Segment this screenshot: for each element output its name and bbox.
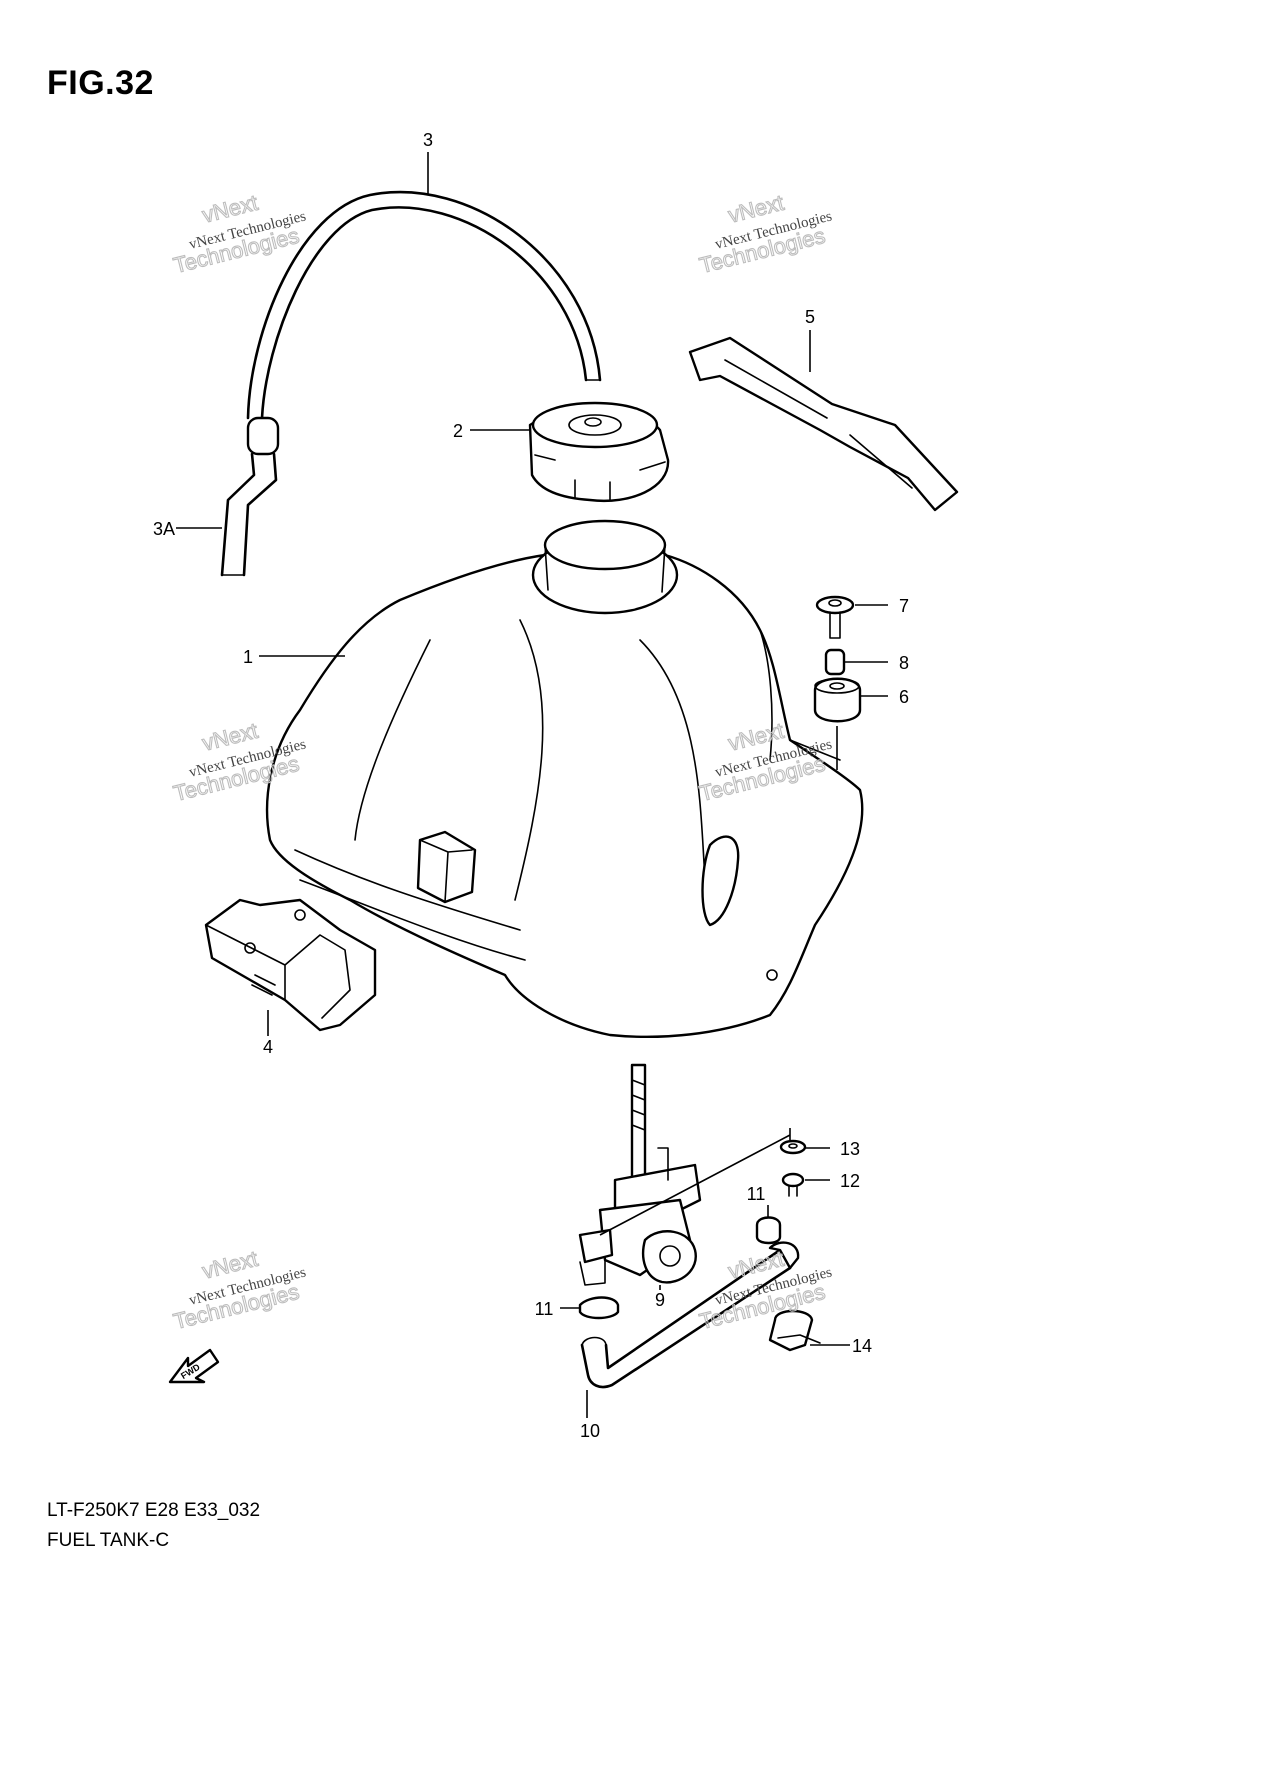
- callout-2: 2: [453, 421, 463, 441]
- callout-11-upper: 11: [747, 1184, 766, 1204]
- model-code: LT-F250K7 E28 E33_032: [47, 1500, 261, 1521]
- watermark-top-left: vNext vNext Technologies Technologies: [170, 189, 307, 278]
- breather-hose-part-3: [246, 190, 602, 420]
- callout-4: 4: [263, 1037, 273, 1057]
- callout-10: 10: [580, 1421, 600, 1441]
- collar-part-8: [824, 648, 846, 676]
- fwd-arrow-icon: FWD: [168, 1348, 220, 1384]
- bracket-part-4: [204, 898, 377, 1032]
- callout-3: 3: [423, 130, 433, 150]
- watermark-bottom-left: vNext vNext Technologies Technologies: [170, 1245, 307, 1334]
- callout-labels: 3 2 3A 1 5 7 8 6 4 9 10 11 11 13 12 14: [153, 130, 909, 1441]
- callout-13: 13: [840, 1139, 860, 1159]
- fuel-valve-part-9: [578, 1063, 702, 1286]
- callout-8: 8: [899, 653, 909, 673]
- fuel-cap-part-2: [528, 401, 670, 503]
- callout-9: 9: [655, 1290, 665, 1310]
- clip-part-14: [768, 1309, 821, 1352]
- screw-part-12: [781, 1172, 805, 1197]
- watermark-bottom-right: vNext vNext Technologies Technologies: [696, 1245, 833, 1334]
- grommet-part-6: [813, 677, 862, 723]
- fuel-tank-part-1: [265, 519, 864, 1039]
- clamp-part-11-upper: [755, 1216, 782, 1245]
- callout-14: 14: [852, 1336, 872, 1356]
- callout-6: 6: [899, 687, 909, 707]
- callout-1: 1: [243, 647, 253, 667]
- hose-end-part-3a: [220, 416, 280, 577]
- bolt-part-7: [815, 595, 855, 639]
- clamp-part-11-lower: [578, 1296, 620, 1320]
- washer-part-13: [779, 1139, 807, 1155]
- callout-7: 7: [899, 596, 909, 616]
- callout-11-lower: 11: [535, 1299, 554, 1319]
- leader-lines: [176, 152, 888, 1418]
- strap-part-5: [688, 336, 959, 512]
- section-name: FUEL TANK-C: [47, 1530, 170, 1551]
- callout-5: 5: [805, 307, 815, 327]
- fuel-hose-part-10: [580, 1241, 800, 1389]
- figure-title: FIG.32: [47, 64, 154, 102]
- watermark-top-right: vNext vNext Technologies Technologies: [696, 189, 833, 278]
- callout-12: 12: [840, 1171, 860, 1191]
- callout-3a: 3A: [153, 519, 175, 539]
